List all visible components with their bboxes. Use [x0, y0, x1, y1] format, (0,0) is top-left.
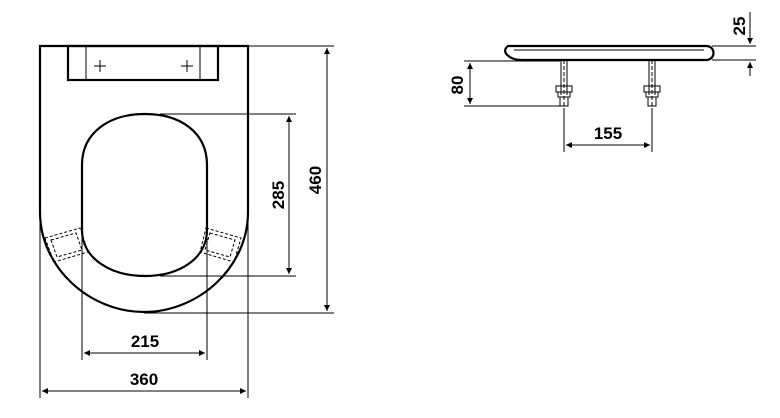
label-80: 80	[448, 76, 467, 95]
label-285: 285	[269, 181, 288, 209]
seat-top-view	[38, 44, 250, 314]
bolt-right	[643, 60, 661, 110]
hinge-plate	[66, 44, 220, 82]
side-profile	[504, 44, 715, 62]
label-25: 25	[730, 17, 749, 36]
bolt-left	[555, 60, 573, 110]
seat-opening	[80, 112, 209, 278]
dim-hinge-front: 215	[81, 230, 208, 360]
label-360: 360	[130, 370, 158, 389]
dim-thickness: 25	[712, 12, 756, 76]
dim-overall-width: 360	[39, 212, 249, 398]
seat-outline	[38, 44, 250, 314]
label-460: 460	[306, 166, 325, 194]
dim-opening-length: 285	[160, 113, 296, 277]
dim-hinge-side: 155	[563, 108, 653, 152]
dim-overall-length: 460	[144, 45, 334, 314]
seat-side-view	[504, 44, 715, 110]
hinge-screw-right	[181, 60, 193, 72]
buffer-left	[44, 227, 89, 263]
label-215: 215	[131, 332, 159, 351]
hinge-screw-left	[94, 60, 106, 72]
label-155: 155	[594, 124, 622, 143]
dim-fixing-height: 80	[448, 60, 560, 107]
